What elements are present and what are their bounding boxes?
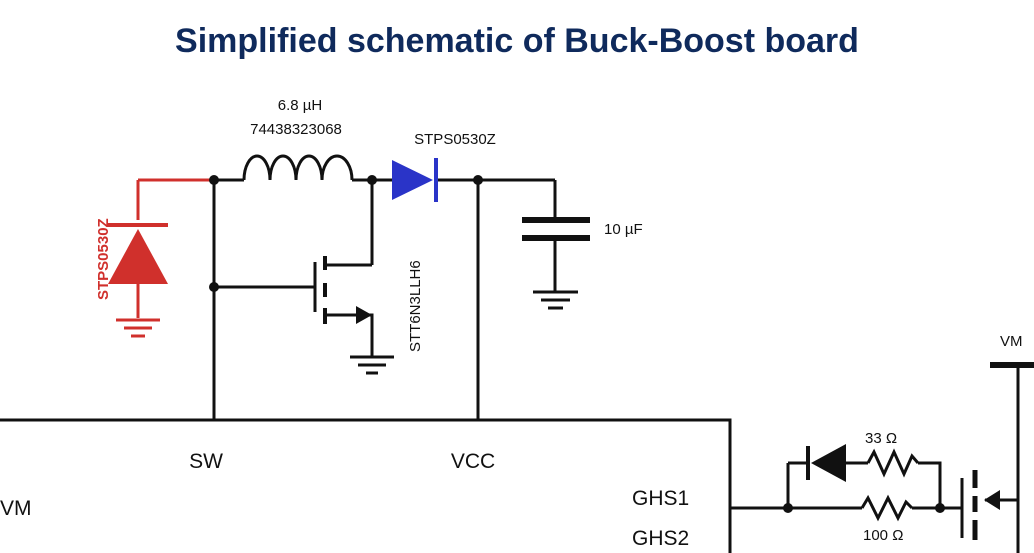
resistor-100-icon — [860, 494, 914, 522]
red-diode-label: STPS0530Z — [95, 218, 112, 300]
inductor-value-label: 6.8 µH — [278, 97, 323, 114]
inductor-part-label: 74438323068 — [250, 121, 342, 138]
blue-diode-icon — [392, 158, 438, 202]
page-title: Simplified schematic of Buck-Boost board — [175, 22, 859, 60]
red-diode-icon — [108, 229, 168, 284]
mosfet-label: STT6N3LLH6 — [407, 260, 424, 352]
wires — [0, 178, 1034, 553]
capacitor-icon — [522, 217, 590, 310]
resistor-33-label: 33 Ω — [865, 430, 897, 447]
inductor-icon — [242, 154, 354, 181]
pin-sw-label: SW — [189, 450, 223, 473]
red-diode-branch: STPS0530Z — [95, 178, 214, 338]
pin-vm-left-label: VM — [0, 497, 32, 520]
pin-vcc-label: VCC — [451, 450, 495, 473]
pin-ghs2-label: GHS2 — [632, 527, 689, 550]
high-side-mosfet-icon — [960, 470, 1000, 540]
resistor-100-label: 100 Ω — [863, 527, 903, 544]
junction-dots — [209, 175, 945, 513]
gate-diode-icon — [806, 444, 846, 482]
pin-ghs1-label: GHS1 — [632, 487, 689, 510]
vm-rail-label: VM — [1000, 333, 1023, 350]
capacitor-label: 10 µF — [604, 221, 643, 238]
blue-diode-label: STPS0530Z — [414, 131, 496, 148]
mosfet-icon — [313, 256, 394, 375]
resistor-33-icon — [866, 448, 920, 478]
